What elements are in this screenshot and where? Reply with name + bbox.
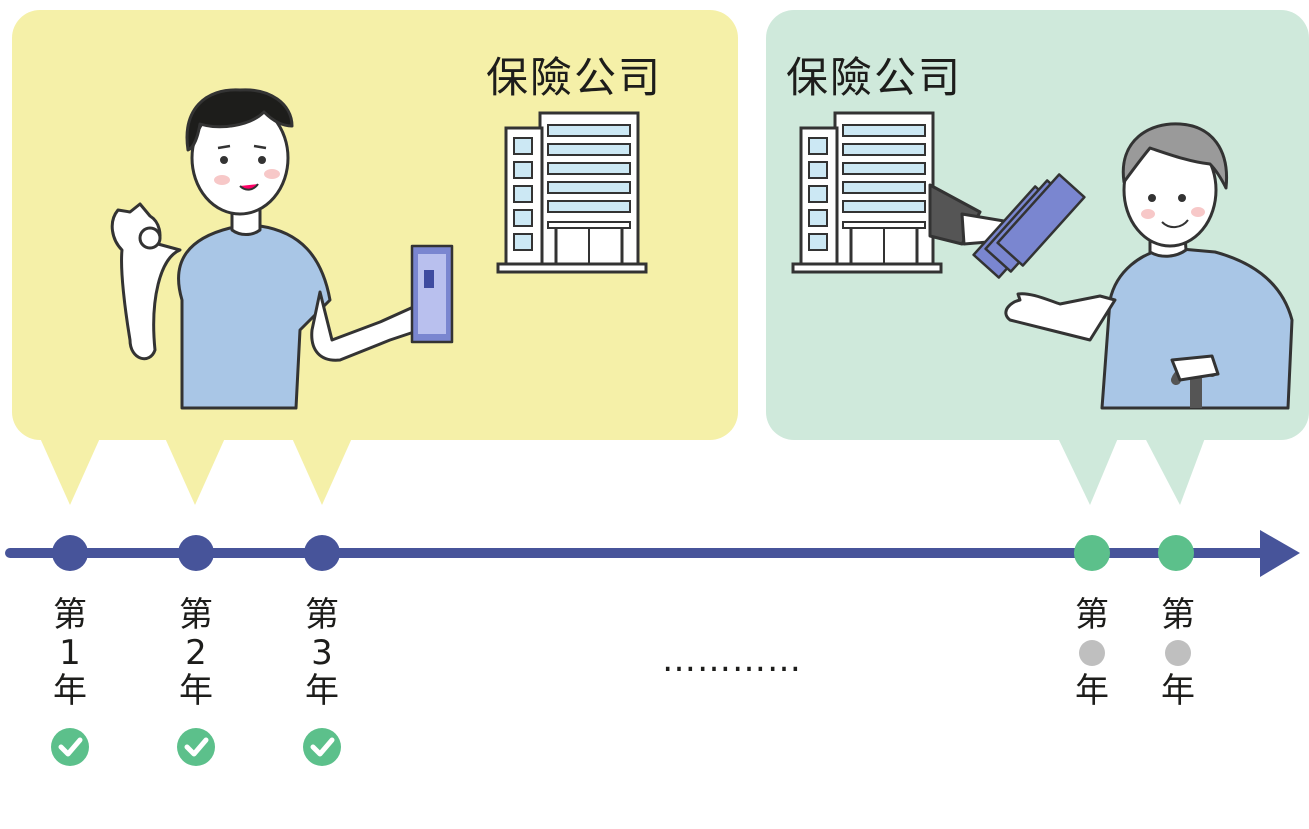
year-suffix: 年	[1075, 671, 1109, 711]
timeline-dot-year-1	[52, 535, 88, 571]
timeline-dot-future-1	[1074, 535, 1110, 571]
year-prefix: 第	[1075, 595, 1109, 635]
year-number: 3	[311, 633, 333, 673]
paid-check-icon	[177, 728, 215, 766]
year-prefix: 第	[1161, 595, 1195, 635]
paid-check-icon	[303, 728, 341, 766]
timeline-arrowhead	[1260, 530, 1300, 577]
timeline-dot-future-2	[1158, 535, 1194, 571]
year-label-2: 第 2 年	[166, 596, 226, 710]
year-number: 2	[185, 633, 207, 673]
timeline-dot-year-2	[178, 535, 214, 571]
year-prefix: 第	[179, 595, 213, 635]
insurance-building-icon-left	[496, 111, 648, 274]
unknown-year-dot	[1079, 640, 1105, 666]
timeline-ellipsis: …………	[662, 640, 802, 680]
insurance-company-label-right: 保險公司	[786, 53, 963, 102]
payout-hand-icon	[928, 173, 1086, 279]
year-label-future-2: 第 年	[1148, 596, 1208, 710]
year-suffix: 年	[179, 671, 213, 711]
year-prefix: 第	[53, 595, 87, 635]
year-suffix: 年	[305, 671, 339, 711]
young-man-paying-icon	[110, 88, 454, 410]
green-callout-tails	[1058, 438, 1205, 505]
unknown-year-dot	[1165, 640, 1191, 666]
paid-check-icon	[51, 728, 89, 766]
year-label-1: 第 1 年	[40, 596, 100, 710]
year-suffix: 年	[1161, 671, 1195, 711]
year-label-3: 第 3 年	[292, 596, 352, 710]
yellow-callout-tails	[40, 438, 352, 505]
insurance-company-label-left: 保險公司	[486, 53, 663, 102]
year-suffix: 年	[53, 671, 87, 711]
year-number: 1	[59, 633, 81, 673]
timeline-dot-year-3	[304, 535, 340, 571]
year-prefix: 第	[305, 595, 339, 635]
elderly-man-receiving-icon	[1004, 122, 1294, 410]
insurance-building-icon-right	[791, 111, 943, 274]
year-label-future-1: 第 年	[1062, 596, 1122, 710]
